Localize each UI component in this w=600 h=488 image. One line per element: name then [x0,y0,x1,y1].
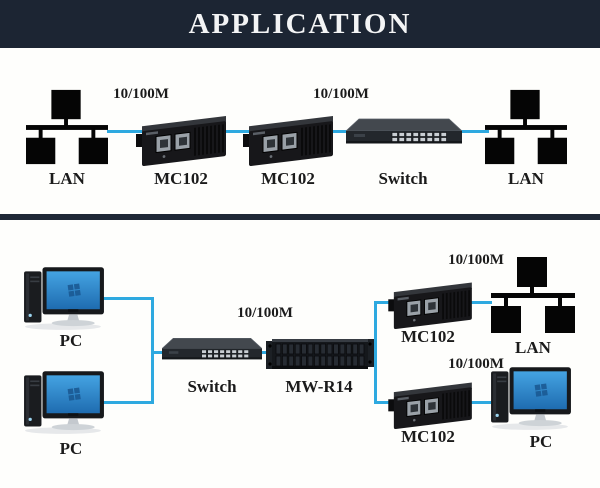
link-speed-label: 10/100M [237,305,293,321]
lan-icon [26,89,108,165]
application-banner: APPLICATION [0,0,600,48]
ethernet-switch-icon [162,336,262,363]
link-speed-label: 10/100M [448,252,504,268]
device-label-switch: Switch [378,169,428,188]
media-converter-mc102-icon [385,277,477,329]
media-converter-mc102-icon [243,110,335,166]
device-label-lan: LAN [508,169,544,188]
pc-icon [22,267,106,331]
link-speed-label: 10/100M [113,86,169,102]
page-title: APPLICATION [188,7,412,40]
device-label-mc102: MC102 [401,327,455,346]
device-label-lan: LAN [49,169,85,188]
device-label-pc: PC [529,432,553,451]
lan-icon [485,89,567,165]
pc-icon [22,371,106,435]
device-label-switch: Switch [187,377,237,396]
link-speed-label: 10/100M [313,86,369,102]
device-label-mc102: MC102 [401,427,455,446]
pc-icon [489,367,573,431]
device-label-mwr14: MW-R14 [285,377,353,396]
link-line [374,301,377,403]
media-converter-mc102-icon [136,110,228,166]
link-line [102,297,154,300]
section-divider [0,214,600,220]
ethernet-switch-icon [346,117,462,147]
link-line [102,401,154,404]
device-label-lan: LAN [515,338,551,357]
device-label-mc102: MC102 [261,169,315,188]
link-line [151,297,154,404]
device-label-pc: PC [59,439,83,458]
rack-chassis-mwr14-icon [266,337,374,371]
device-label-pc: PC [59,331,83,350]
link-line [151,351,377,354]
device-label-mc102: MC102 [154,169,208,188]
link-speed-label: 10/100M [448,356,504,372]
media-converter-mc102-icon [385,377,477,429]
